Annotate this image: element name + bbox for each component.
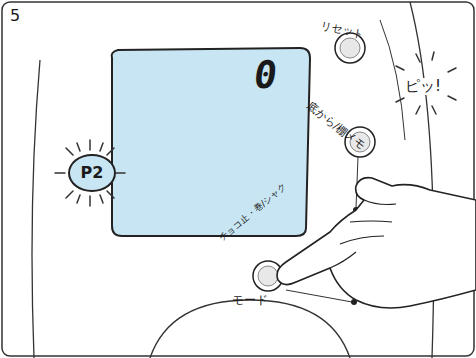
button-label: モード	[232, 294, 268, 306]
program-number: P2	[81, 165, 104, 181]
step-number: 5	[10, 8, 20, 24]
blinking-program-indicator: P2	[68, 154, 116, 192]
beep-sound: ピッ!	[404, 78, 442, 95]
lcd-display: 0P2	[114, 50, 308, 234]
display-digit: 0	[251, 56, 279, 94]
